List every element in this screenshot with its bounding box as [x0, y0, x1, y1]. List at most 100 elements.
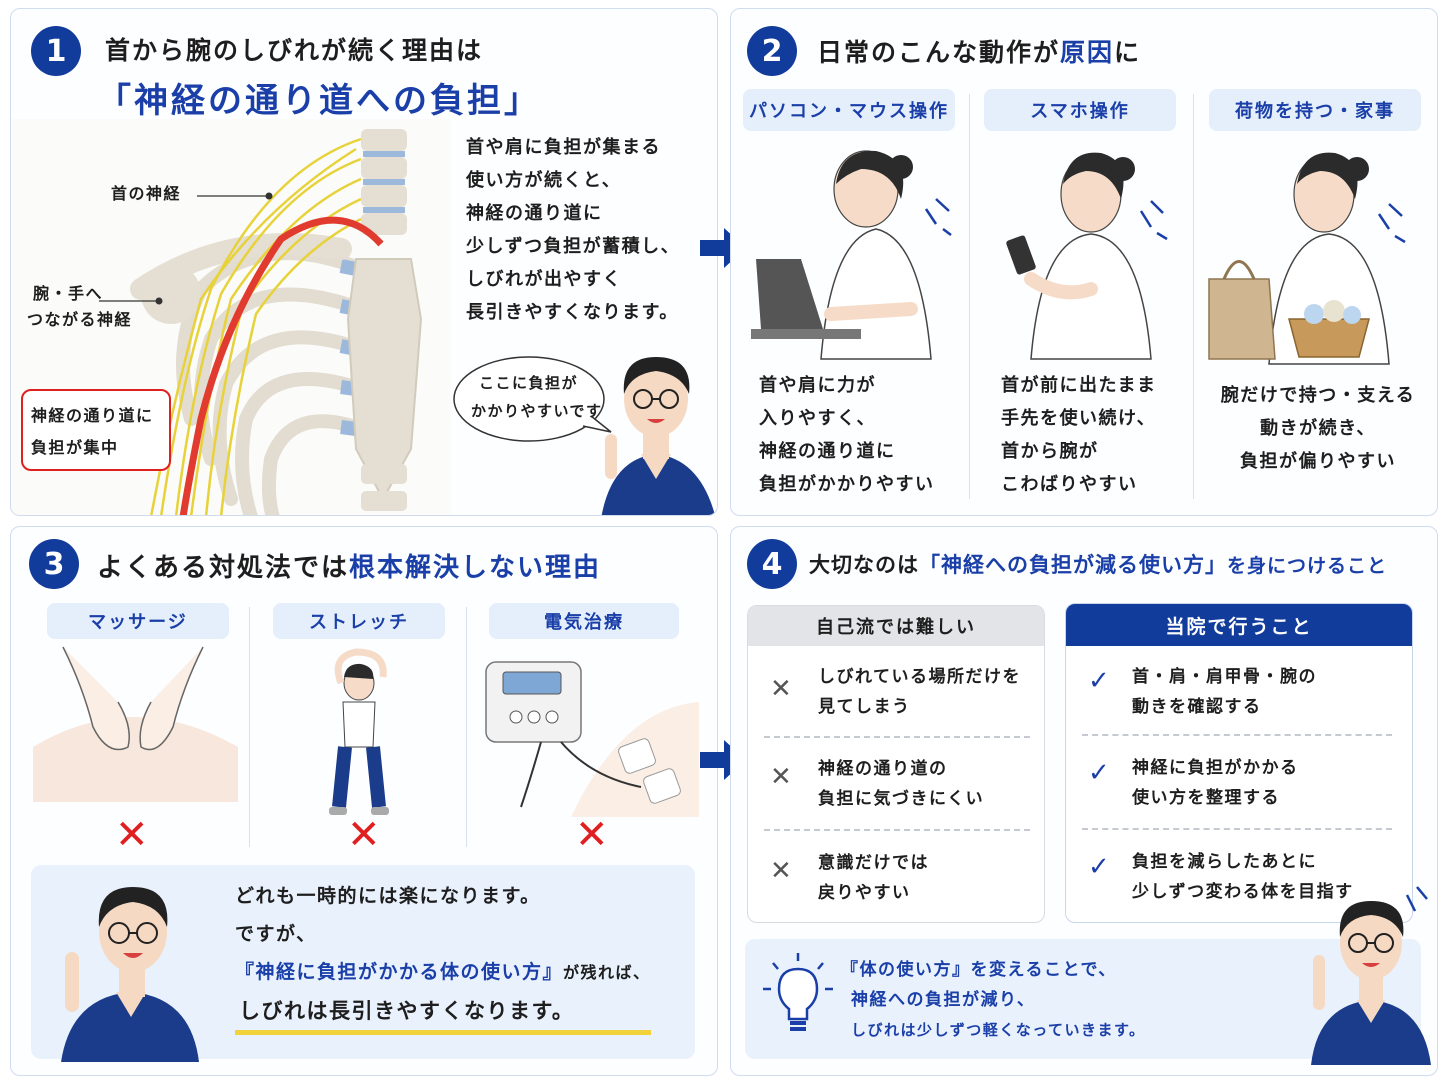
col-text-line: 動きが続き、 [1260, 418, 1376, 439]
panel-1-subtitle: 「神経の通り道への負担」 [97, 81, 541, 121]
massage-illustration [33, 646, 238, 802]
column-divider [249, 607, 250, 847]
clinic-item-line: 少しずつ変わる体を目指す [1132, 882, 1354, 902]
col-text-line: こわばりやすい [1001, 474, 1138, 495]
panel-4-summary-box [745, 939, 1421, 1059]
body-line: 少しずつ負担が蓄積し、 [466, 236, 681, 257]
tag-carry: 荷物を持つ・家事 [1209, 89, 1421, 131]
carrying-user-illustration [1208, 152, 1406, 365]
step-number-4: 4 [747, 539, 797, 589]
title-pre: 大切なのは [809, 553, 919, 577]
col-text-line: 負担がかかりやすい [759, 474, 935, 495]
note-line: ですが、 [235, 923, 317, 945]
label-arm-nerve-2: つながる神経 [27, 310, 133, 329]
note-line: どれも一時的には楽になります。 [235, 885, 541, 907]
note-highlight: 『神経に負担がかかる体の使い方』 [235, 961, 564, 983]
col-text-line: 負担が偏りやすい [1240, 451, 1396, 472]
panel-2-title: 日常のこんな動作が原因に [817, 33, 1141, 69]
self-item-line: 神経の通り道の [818, 759, 948, 779]
step-number-1: 1 [31, 26, 81, 76]
self-item-line: 見てしまう [818, 697, 911, 717]
body-line: 神経の通り道に [466, 203, 603, 224]
label-neck-nerve: 首の神経 [111, 184, 182, 203]
doctor-illustration [61, 887, 199, 1062]
callout-line-1: 神経の通り道に [31, 406, 154, 425]
panel-1: 1 首から腕のしびれが続く理由は 「神経の通り道への負担」 [10, 8, 718, 516]
col-1-text: 首や肩に力が 入りやすく、 神経の通り道に 負担がかかりやすい [759, 369, 935, 501]
col-text-line: 神経の通り道に [759, 441, 896, 462]
cross-icon: ✕ [770, 856, 792, 886]
column-divider [466, 607, 467, 847]
electric-therapy-illustration [485, 661, 699, 817]
clinic-item-line: 首・肩・肩甲骨・腕の [1132, 667, 1317, 687]
body-line: 使い方が続くと、 [466, 170, 622, 191]
self-item-line: 戻りやすい [818, 883, 911, 903]
divider [1082, 734, 1392, 736]
cross-icon: ✕ [770, 674, 792, 704]
panel-3-title: よくある対処法では根本解決しない理由 [97, 547, 601, 584]
self-method-header: 自己流では難しい [748, 606, 1044, 646]
title-highlight: 原因 [1060, 38, 1115, 67]
divider [764, 736, 1030, 738]
column-divider [1193, 94, 1194, 499]
title-post: に [1114, 38, 1142, 67]
col-text-line: 入りやすく、 [759, 408, 876, 429]
step-number-2: 2 [747, 26, 797, 76]
clinic-item-line: 負担を減らしたあとに [1132, 852, 1317, 872]
panel-1-body: 首や肩に負担が集まる 使い方が続くと、 神経の通り道に 少しずつ負担が蓄積し、 … [466, 131, 680, 329]
column-divider [969, 94, 970, 499]
check-icon: ✓ [1088, 666, 1110, 696]
body-line: 長引きやすくなります。 [466, 302, 679, 323]
clinic-item-line: 動きを確認する [1132, 697, 1262, 717]
summary-line: 神経への負担が減り、 [851, 990, 1036, 1010]
doctor-illustration [1311, 886, 1431, 1065]
laptop-user-illustration [751, 150, 952, 360]
panel-1-title: 首から腕のしびれが続く理由は [105, 36, 484, 65]
self-method-box: 自己流では難しい ✕ しびれている場所だけを 見てしまう ✕ 神経の通り道の 負… [747, 605, 1045, 923]
doctor-illustration [601, 357, 715, 515]
title-highlight: 「神経への負担が減る使い方」 [919, 553, 1227, 577]
body-line: 首や肩に負担が集まる [466, 137, 661, 158]
title-pre: 日常のこんな動作が [817, 38, 1061, 67]
lightbulb-icon [763, 953, 833, 1031]
ng-mark: ✕ [347, 812, 381, 858]
panel-3: 3 よくある対処法では根本解決しない理由 マッサージ ストレッチ 電気治療 ✕ … [10, 526, 718, 1076]
col-text-line: 首や肩に力が [759, 375, 876, 396]
speech-bubble [453, 356, 612, 442]
step-number-3: 3 [29, 539, 79, 589]
panel-4-title: 大切なのは「神経への負担が減る使い方」を身につけること [809, 549, 1387, 579]
tag-stretch: ストレッチ [273, 603, 445, 639]
divider [764, 829, 1030, 831]
col-text-line: 首が前に出たまま [1001, 375, 1157, 396]
col-text-line: 首から腕が [1001, 441, 1099, 462]
bubble-line-2: かかりやすいです [471, 402, 603, 420]
self-item-line: 負担に気づきにくい [818, 789, 985, 809]
tag-electric: 電気治療 [489, 603, 679, 639]
ng-mark: ✕ [575, 812, 609, 858]
title-pre: よくある対処法では [97, 553, 350, 583]
stretch-illustration [329, 648, 389, 815]
panel-2: 2 日常のこんな動作が原因に パソコン・マウス操作 スマホ操作 荷物を持つ・家事 [730, 8, 1438, 516]
clinic-item-line: 使い方を整理する [1132, 788, 1280, 808]
bubble-line-1: ここに負担が [479, 374, 579, 392]
check-icon: ✓ [1088, 852, 1110, 882]
label-arm-nerve-1: 腕・手へ [33, 284, 104, 303]
note-post: が残れば、 [563, 963, 651, 982]
cross-icon: ✕ [770, 762, 792, 792]
panel-3-note: どれも一時的には楽になります。 ですが、 『神経に負担がかかる体の使い方』が残れ… [235, 877, 651, 1035]
tag-pc: パソコン・マウス操作 [743, 89, 955, 131]
note-line: 『神経に負担がかかる体の使い方』が残れば、 [235, 953, 651, 992]
note-emphasis: しびれは長引きやすくなります。 [235, 992, 651, 1035]
body-line: しびれが出やすく [466, 269, 622, 290]
title-post: を身につけること [1227, 555, 1388, 577]
check-icon: ✓ [1088, 758, 1110, 788]
divider [1082, 828, 1392, 830]
tag-massage: マッサージ [47, 603, 229, 639]
tag-phone: スマホ操作 [984, 89, 1176, 131]
col-3-text: 腕だけで持つ・支える 動きが続き、 負担が偏りやすい [1209, 379, 1427, 478]
callout-box: 神経の通り道に 負担が集中 [21, 389, 171, 471]
self-item-line: しびれている場所だけを [818, 667, 1021, 687]
col-2-text: 首が前に出たまま 手先を使い続け、 首から腕が こわばりやすい [1001, 369, 1156, 501]
clinic-method-header: 当院で行うこと [1066, 604, 1412, 646]
col-text-line: 腕だけで持つ・支える [1220, 385, 1416, 406]
